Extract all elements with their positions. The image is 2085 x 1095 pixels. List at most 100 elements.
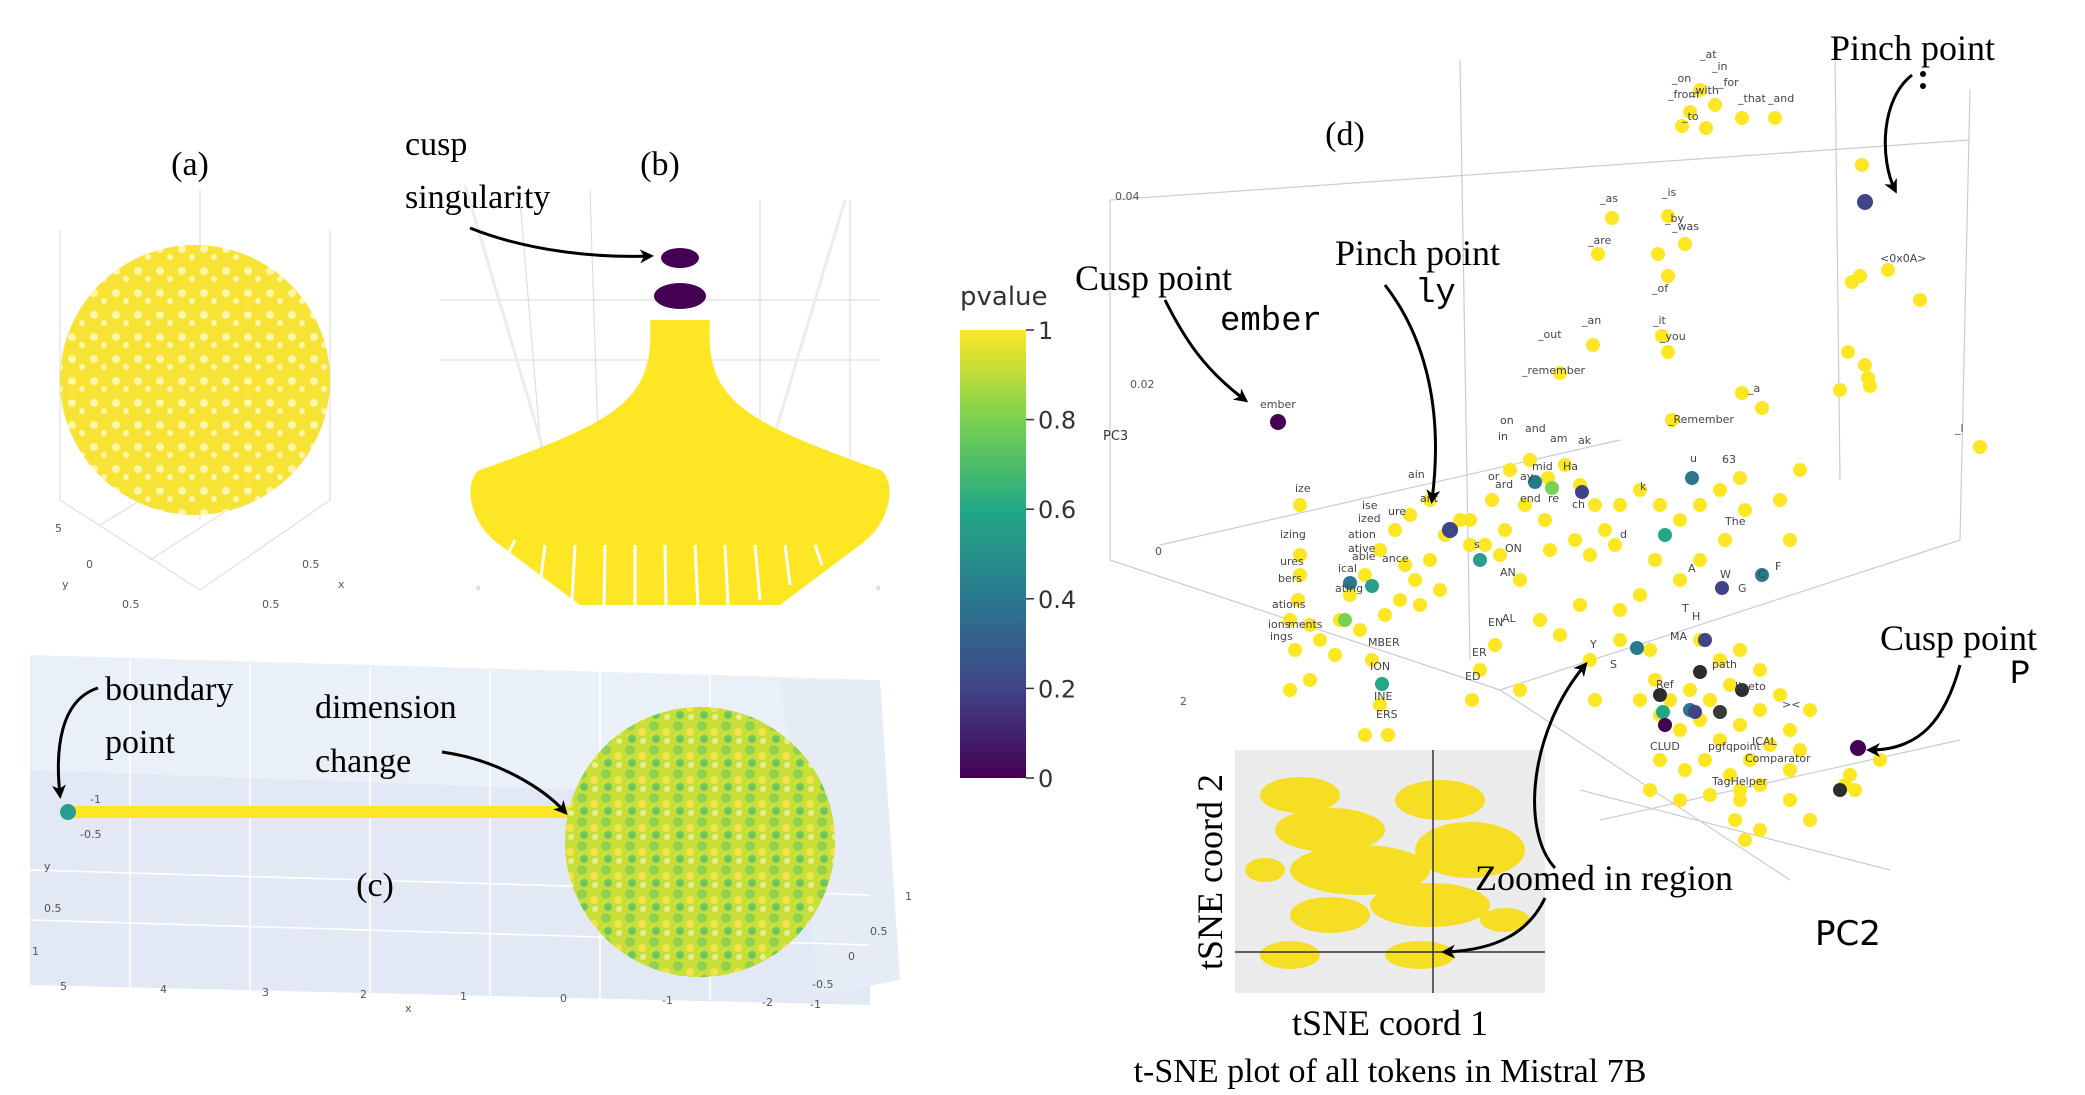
svg-text:izing: izing	[1280, 528, 1306, 541]
panel-c-label: (c)	[356, 867, 394, 904]
svg-text:_you: _you	[1659, 330, 1686, 343]
token-cluster-left-dark	[1338, 576, 1379, 627]
svg-text:Ref: Ref	[1656, 678, 1675, 691]
colorbar-ticks: 10.80.60.40.20	[1026, 317, 1076, 793]
svg-text:_from: _from	[1667, 88, 1699, 101]
cusp-arrow	[469, 226, 654, 264]
svg-text:_and: _and	[1767, 92, 1794, 105]
svg-text:F: F	[1775, 560, 1781, 573]
token-labels-mid: on in and am ak or ard ay mid Ha end re …	[1368, 414, 1746, 721]
svg-text:Y: Y	[1589, 638, 1597, 651]
boundary-annotation-line2: point	[105, 724, 175, 761]
svg-text:T: T	[1681, 602, 1689, 615]
svg-text:5: 5	[60, 980, 67, 993]
panel-d: 0.04 0.02 0 2 PC3 _at _in _on _with _for…	[1075, 28, 2037, 1090]
token-labels-left: ize izing ures bers ations ions ings men…	[1268, 468, 1439, 643]
colorbar-tick-label: 0.4	[1038, 586, 1076, 614]
svg-text:_on: _on	[1671, 72, 1691, 85]
tsne-caption: t-SNE plot of all tokens in Mistral 7B	[1134, 1053, 1647, 1090]
svg-text:><: ><	[1782, 698, 1800, 711]
pinch-mid-arrow	[1383, 284, 1441, 504]
svg-text:◦: ◦	[875, 582, 882, 595]
dimension-annotation-line2: change	[315, 743, 411, 780]
dimension-annotation-line1: dimension	[315, 689, 457, 726]
tsne-inset: tSNE coord 1 tSNE coord 2 t-SNE plot of …	[1134, 750, 1647, 1090]
svg-text:_was: _was	[1671, 220, 1699, 233]
svg-text:◦: ◦	[475, 582, 482, 595]
zoomed-region-label: Zoomed in region	[1475, 858, 1733, 898]
panel-c-axis-ticks: -1 -0.5 y 0.5 1 5 4 3 2 1 0 -1 -2 x 1 0.…	[32, 793, 912, 1015]
svg-text:5: 5	[55, 522, 62, 535]
svg-text:_for: _for	[1717, 76, 1739, 89]
svg-text:s: s	[1474, 538, 1480, 551]
colorbar-tick-label: 1	[1038, 317, 1053, 345]
cusp-point-left-token: ember	[1220, 303, 1322, 341]
svg-text:pgfqpoint: pgfqpoint	[1708, 740, 1762, 753]
cusp-left-arrow	[1163, 299, 1249, 403]
boundary-point	[60, 804, 76, 820]
svg-text:u: u	[1690, 452, 1697, 465]
svg-text:-0.5: -0.5	[812, 978, 833, 991]
token-cluster-right	[1633, 633, 1887, 847]
boundary-annotation-line1: boundary	[105, 671, 233, 708]
svg-text:ON: ON	[1505, 542, 1522, 555]
svg-text:AL: AL	[1502, 612, 1517, 625]
svg-text:H: H	[1692, 610, 1700, 623]
sphere-point-cloud-c	[565, 707, 835, 977]
colorbar-tick-label: 0.2	[1038, 675, 1076, 703]
svg-text:G: G	[1738, 582, 1747, 595]
pinch-point-mid-token: ly	[1415, 275, 1456, 313]
token-labels-right: W G C F A Y S CLUD pgfqpoint TagHelper C…	[1589, 560, 1811, 788]
svg-text:W: W	[1720, 568, 1731, 581]
svg-text:2: 2	[1180, 695, 1187, 708]
cusp-point-left-label: Cusp point	[1075, 258, 1232, 298]
svg-text:0.5: 0.5	[44, 902, 62, 915]
panel-d-axis-ticks: 0.04 0.02 0 2	[1115, 190, 1187, 708]
pinch-point-mid-label: Pinch point	[1335, 233, 1500, 273]
panel-b-label: (b)	[640, 146, 680, 183]
boundary-arrow	[51, 686, 99, 799]
svg-text:_at: _at	[1699, 48, 1717, 61]
token-cluster-upper	[1553, 158, 1987, 454]
svg-text:x: x	[405, 1002, 412, 1015]
svg-text:ures: ures	[1280, 555, 1304, 568]
token-cluster-top	[1675, 83, 1782, 135]
svg-text:ay: ay	[1520, 470, 1534, 483]
svg-text:The: The	[1724, 515, 1746, 528]
svg-text:end: end	[1520, 492, 1541, 505]
svg-text:_l: _l	[1954, 422, 1964, 435]
svg-text:path: path	[1712, 658, 1737, 671]
token-labels-upper: _as _is _by _was _are _of _it _you _an _…	[1521, 186, 1964, 435]
svg-text:ak: ak	[1578, 434, 1592, 447]
cusp-singularity-point-lower	[654, 283, 706, 309]
svg-text:ical: ical	[1338, 562, 1357, 575]
svg-text:ized: ized	[1358, 512, 1381, 525]
svg-text:0.5: 0.5	[262, 598, 280, 611]
cusp-annotation-line1: cusp	[405, 126, 467, 163]
svg-text:ERS: ERS	[1376, 708, 1398, 721]
cusp-point-right-token: P	[2010, 656, 2030, 694]
svg-text:CLUD: CLUD	[1650, 740, 1680, 753]
token-cluster-mid-dark	[1375, 471, 1699, 691]
svg-text:am: am	[1550, 432, 1567, 445]
svg-text:ED: ED	[1465, 670, 1480, 683]
svg-text:0: 0	[86, 558, 93, 571]
svg-text:ER: ER	[1472, 646, 1487, 659]
svg-text:y: y	[44, 860, 51, 873]
colorbar-title: pvalue	[960, 282, 1048, 312]
pinch-point-top	[1857, 194, 1873, 210]
cusp-point-P	[1850, 740, 1866, 756]
svg-text:_that: _that	[1737, 92, 1767, 105]
svg-text:0.5: 0.5	[122, 598, 140, 611]
svg-text:0.04: 0.04	[1115, 190, 1140, 203]
svg-text:and: and	[1525, 422, 1546, 435]
cusp-point-ember	[1270, 414, 1286, 430]
svg-text:lineto: lineto	[1735, 680, 1766, 693]
svg-text:0: 0	[560, 992, 567, 1005]
svg-text:ation: ation	[1348, 528, 1376, 541]
svg-text:mid: mid	[1532, 460, 1553, 473]
colorbar-tick-label: 0	[1038, 765, 1053, 793]
svg-text:1: 1	[905, 890, 912, 903]
colorbar-tick-label: 0.6	[1038, 496, 1076, 524]
svg-text:on: on	[1500, 414, 1514, 427]
